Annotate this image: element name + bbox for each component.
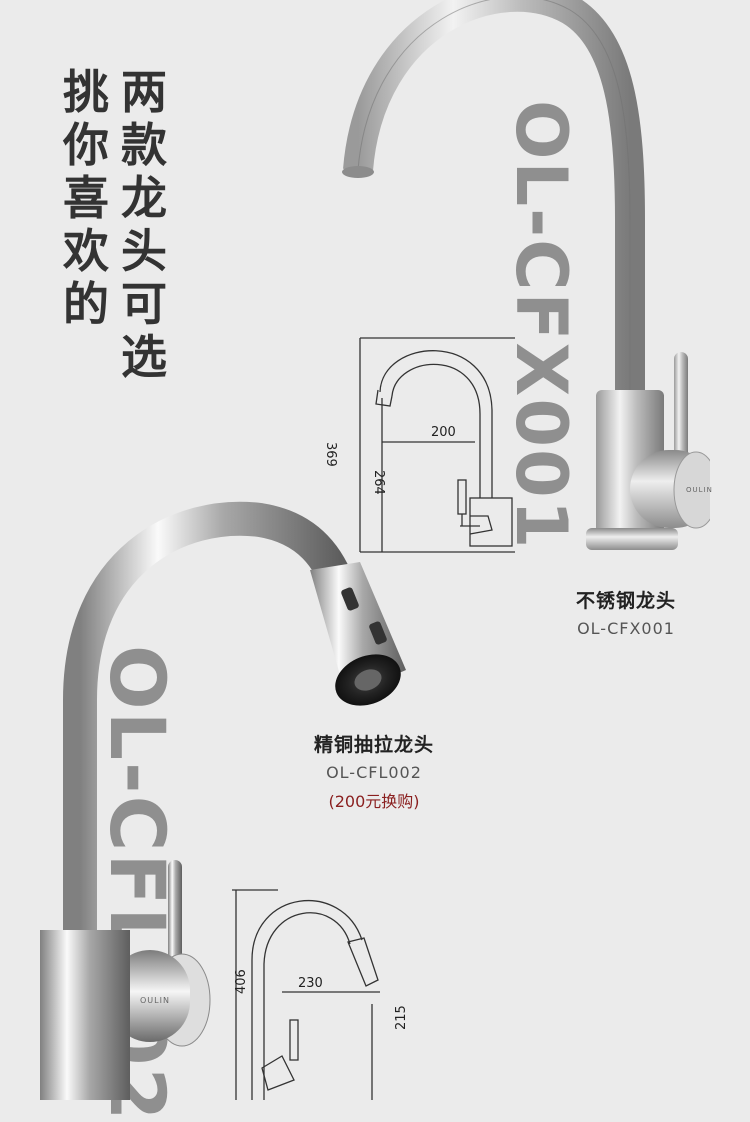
dimension-diagram-2: [232, 889, 380, 1100]
headline-char: 龙: [121, 171, 167, 225]
product-name-1: 不锈钢龙头: [575, 590, 676, 612]
product-price-note-2: (200元换购): [328, 792, 420, 811]
faucet-image-pullout: [40, 501, 406, 1100]
headline-char: 你: [63, 118, 109, 172]
headline-char: 两: [121, 65, 167, 119]
product-name-2: 精铜抽拉龙头: [313, 734, 434, 756]
dimension-reach-2: 230: [298, 976, 323, 991]
headline-char: 选: [121, 330, 167, 384]
headline-column-left: 挑 你 喜 欢 的: [58, 66, 114, 331]
headline-char: 挑: [63, 65, 109, 119]
dimension-spout-2: 215: [394, 1005, 409, 1030]
dimension-height-2: 406: [234, 969, 249, 994]
faucet-image-stainless: [342, 0, 710, 550]
dimension-reach-1: 200: [431, 425, 456, 440]
product-caption-1: 不锈钢龙头 OL-CFX001: [526, 586, 726, 638]
product-code-1: OL-CFX001: [577, 619, 675, 638]
product-caption-2: 精铜抽拉龙头 OL-CFL002 (200元换购): [274, 730, 474, 812]
headline-char: 款: [121, 118, 167, 172]
brand-logo-1: OULIN: [686, 486, 713, 494]
dimension-diagram-1: [359, 337, 515, 553]
headline-char: 喜: [63, 171, 109, 225]
brand-logo-2: OULIN: [140, 996, 170, 1005]
headline-char: 头: [121, 224, 167, 278]
headline-char: 可: [121, 277, 167, 331]
headline-char: 欢: [63, 224, 109, 278]
product-code-2: OL-CFL002: [326, 763, 422, 782]
headline-char: 的: [63, 277, 109, 331]
headline-column-right: 两 款 龙 头 可 选: [116, 66, 172, 384]
